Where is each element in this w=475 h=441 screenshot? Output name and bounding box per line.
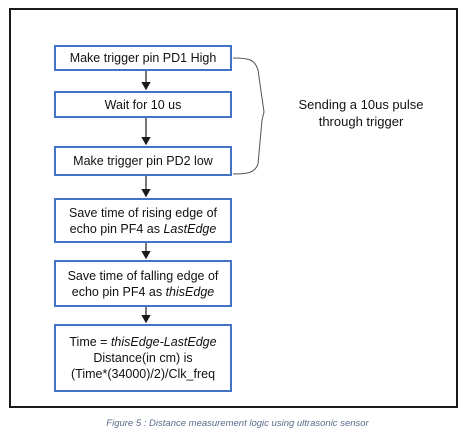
step-text: Time = [69, 335, 111, 349]
step-text: (Time*(34000)/2)/Clk_freq [70, 367, 216, 381]
step-text: echo pin PF4 as [71, 284, 166, 299]
step-text: Save time of rising edge of [69, 205, 217, 220]
step-text: Make trigger pin PD1 High [69, 51, 217, 65]
step-text: Distance(in cm) is [93, 351, 193, 365]
step-text: echo pin PF4 as [69, 221, 164, 236]
variable-name: LastEdge [163, 221, 217, 236]
variable-name: thisEdge [165, 284, 215, 299]
grouping-brace [232, 57, 265, 175]
figure-caption: Figure 5 : Distance measurement logic us… [106, 418, 369, 429]
step-text: Make trigger pin PD2 low [73, 154, 213, 168]
step-text: Wait for 10 us [104, 97, 182, 112]
annotation-line: Sending a 10us pulse [298, 97, 424, 112]
step-save-falling-edge: Save time of falling edge of echo pin PF… [54, 260, 232, 307]
step-save-rising-edge: Save time of rising edge of echo pin PF4… [54, 198, 232, 243]
step-make-trigger-low: Make trigger pin PD2 low [54, 146, 232, 176]
variable-name: thisEdge-LastEdge [110, 335, 217, 349]
step-make-trigger-high: Make trigger pin PD1 High [54, 45, 232, 71]
annotation-line: through trigger [318, 114, 404, 129]
step-wait-10us: Wait for 10 us [54, 91, 232, 118]
pulse-annotation: Sending a 10us pulse through trigger [286, 96, 436, 130]
step-text: Save time of falling edge of [67, 268, 219, 283]
step-compute-distance: Time = thisEdge-LastEdge Distance(in cm)… [54, 324, 232, 392]
